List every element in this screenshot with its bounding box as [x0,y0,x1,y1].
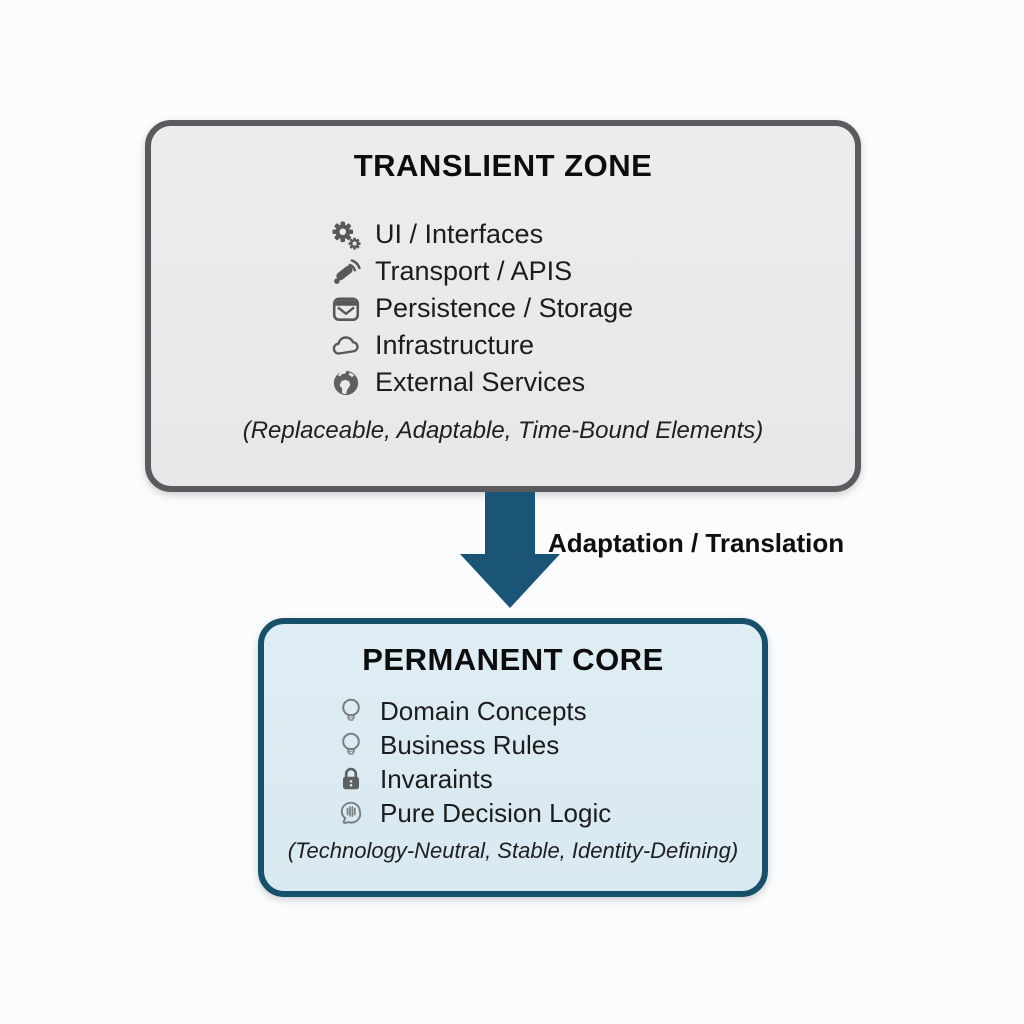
list-item: Domain Concepts [336,694,762,728]
transient-zone-caption: (Replaceable, Adaptable, Time-Bound Elem… [242,417,764,444]
item-label: Transport / APIS [375,256,573,286]
cloud-icon [331,331,361,361]
transient-zone-box: TRANSLIENT ZONE [145,120,861,492]
permanent-core-title: PERMANENT CORE [362,642,664,677]
permanent-core-box: PERMANENT CORE Domain Concepts [258,618,768,897]
storage-icon [331,294,361,324]
bulb-icon [336,696,366,726]
arrow-label: Adaptation / Translation [548,528,845,558]
item-label: Persistence / Storage [375,293,634,323]
brain-icon [336,798,366,828]
transient-zone-title: TRANSLIENT ZONE [353,148,653,183]
satellite-icon [331,257,361,287]
item-label: External Services [375,367,586,397]
list-item: Business Rules [336,728,762,762]
globe-icon [331,368,361,398]
list-item: Pure Decision Logic [336,796,762,830]
permanent-core-item-list: Domain Concepts Business Rules [264,694,762,830]
item-label: Infrastructure [375,330,535,360]
bulb-icon [336,730,366,760]
item-label: UI / Interfaces [375,219,544,249]
list-item: Transport / APIS [331,253,855,290]
item-label: Invaraints [380,763,493,794]
item-label: Domain Concepts [380,695,587,726]
list-item: Infrastructure [331,327,855,364]
item-label: Pure Decision Logic [380,797,612,828]
lock-icon [336,764,366,794]
permanent-core-caption: (Technology-Neutral, Stable, Identity-De… [287,838,739,863]
list-item: External Services [331,364,855,401]
list-item: Invaraints [336,762,762,796]
down-arrow-icon [460,492,560,608]
list-item: UI / Interfaces [331,216,855,253]
list-item: Persistence / Storage [331,290,855,327]
item-label: Business Rules [380,729,560,760]
transient-zone-item-list: UI / Interfaces Transport / APIS [151,216,855,401]
gears-icon [331,220,361,250]
